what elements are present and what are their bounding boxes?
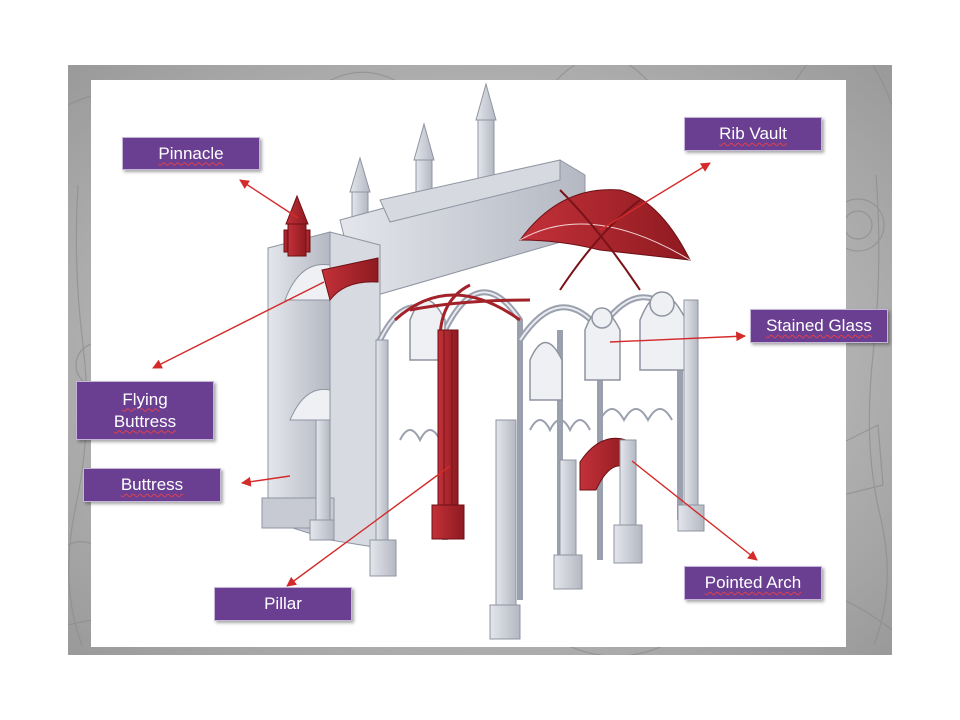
annotation-arrows [152,162,758,587]
triforium [399,408,673,443]
buttress-block [261,231,381,549]
pinnacle-label: Pinnacle [122,137,260,170]
pointed-arch-label-text: Pointed Arch [704,573,802,592]
pillar-highlight [431,329,465,540]
rib-vault-highlight [519,189,691,291]
pointed-arch-label: Pointed Arch [684,566,822,600]
pillar-label: Pillar [214,587,352,621]
flying-buttress-label-text: Flying Buttress [113,389,177,431]
gothic-cathedral-cutaway [152,82,758,640]
pinnacle-highlight [283,194,311,257]
tracery-windows [409,291,686,401]
gray-piers [309,299,705,640]
flying-buttress-label: Flying Buttress [76,381,214,440]
buttress-label: Buttress [83,468,221,502]
buttress-label-text: Buttress [120,475,184,494]
rib-vault-label: Rib Vault [684,117,822,151]
diagram-panel [91,80,846,647]
pillar-label-text: Pillar [264,594,302,613]
pinnacle-label-text: Pinnacle [158,143,224,163]
stained-glass-label: Stained Glass [750,309,888,343]
upper-walls [339,159,586,301]
stained-glass-label-text: Stained Glass [766,316,872,335]
rib-vault-label-text: Rib Vault [719,124,787,143]
flying-buttress-highlight [321,257,379,302]
